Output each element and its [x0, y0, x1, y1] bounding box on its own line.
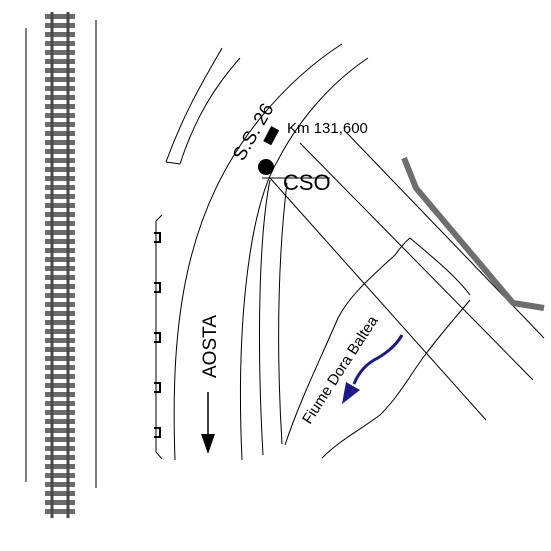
side-road-edge-left — [165, 47, 223, 163]
railway-track-icon — [25, 12, 97, 518]
railway-sleeper — [45, 23, 75, 28]
roadside-edge — [155, 214, 163, 460]
railway-sleeper — [45, 275, 75, 280]
side-road-end — [165, 161, 181, 165]
railway-sleeper — [45, 491, 75, 496]
railway-sleeper — [45, 320, 75, 325]
railway-sleeper — [45, 32, 75, 37]
railway-sleeper — [45, 266, 75, 271]
diagonal-road-edge-far — [343, 129, 545, 339]
roadside-post — [154, 427, 161, 438]
road-edge-east — [240, 57, 369, 461]
railway-sleeper — [45, 212, 75, 217]
railway-sleeper — [45, 311, 75, 316]
river-bank-east — [321, 299, 471, 459]
flow-arrow-shaft — [352, 334, 404, 385]
railway-sleeper — [45, 410, 75, 415]
side-road — [165, 47, 241, 165]
railway-sleeper — [45, 122, 75, 127]
roadside-post — [154, 382, 161, 393]
railway-sleeper — [45, 455, 75, 460]
railway-sleeper — [45, 167, 75, 172]
railway-sleeper — [45, 194, 75, 199]
railway-sleeper — [45, 347, 75, 352]
railway-sleeper — [45, 338, 75, 343]
railway-sleeper — [45, 392, 75, 397]
railway-sleeper — [45, 293, 75, 298]
flow-arrow-head — [342, 382, 360, 404]
railway-sleeper — [45, 95, 75, 100]
km-marker-icon — [263, 126, 280, 146]
railway-sleeper — [45, 257, 75, 262]
railway-sleeper — [45, 86, 75, 91]
railway-sleeper — [45, 158, 75, 163]
railway-sleeper — [45, 509, 75, 514]
railway-sleeper — [45, 131, 75, 136]
river-label: Fiume Dora Baltea — [299, 312, 382, 427]
railway-sleeper — [45, 419, 75, 424]
wall — [401, 156, 545, 311]
railway-sleepers — [45, 14, 75, 514]
railway-sleeper — [45, 203, 75, 208]
railway-sleeper — [45, 50, 75, 55]
railway-sleeper — [45, 284, 75, 289]
road-edge-west — [173, 43, 343, 461]
arrow-down-icon — [201, 392, 215, 454]
railway-sleeper — [45, 383, 75, 388]
road-lane-line-outer — [278, 182, 288, 445]
roadside-post — [154, 232, 161, 243]
roadside-posts — [154, 214, 163, 460]
railway-sleeper — [45, 239, 75, 244]
railway-sleeper — [45, 401, 75, 406]
railway-sleeper — [45, 59, 75, 64]
river — [284, 237, 471, 459]
river-bank-west — [284, 237, 471, 446]
railway-sleeper — [45, 230, 75, 235]
direction-arrow-head — [201, 434, 215, 454]
railway-sleeper — [45, 68, 75, 73]
side-road-edge-right — [179, 57, 241, 165]
km-marker-label: Km 131,600 — [287, 120, 368, 137]
railway-sleeper — [45, 113, 75, 118]
railway-sleeper — [45, 374, 75, 379]
railway-sleeper — [45, 329, 75, 334]
station-dot-icon — [258, 159, 274, 175]
railway-sleeper — [45, 41, 75, 46]
railway-sleeper — [45, 302, 75, 307]
diagonal-road-edge-north — [299, 142, 534, 381]
roadside-post — [154, 282, 161, 293]
railway-sleeper — [45, 104, 75, 109]
railway-sleeper — [45, 428, 75, 433]
direction-label: AOSTA — [200, 315, 221, 378]
railway-sleeper — [45, 14, 75, 19]
station-label: CSO — [283, 170, 331, 195]
diagonal-road-edge-south — [269, 177, 487, 421]
railway-sleeper — [45, 140, 75, 145]
railway-sleeper — [45, 176, 75, 181]
railway-sleeper — [45, 446, 75, 451]
railway-sleeper — [45, 149, 75, 154]
railway-sleeper — [45, 464, 75, 469]
railway-sleeper — [45, 437, 75, 442]
railway-sleeper — [45, 365, 75, 370]
railway-sleeper — [45, 221, 75, 226]
flow-arrow-icon — [342, 334, 404, 404]
roadside-post — [154, 332, 161, 343]
railway-sleeper — [45, 482, 75, 487]
main-road — [173, 43, 369, 461]
railway-sleeper — [45, 77, 75, 82]
railway-sleeper — [45, 473, 75, 478]
railway-sleeper — [45, 248, 75, 253]
railway-sleeper — [45, 356, 75, 361]
railway-sleeper — [45, 185, 75, 190]
road-lane-line — [258, 179, 271, 456]
railway-sleeper — [45, 500, 75, 505]
